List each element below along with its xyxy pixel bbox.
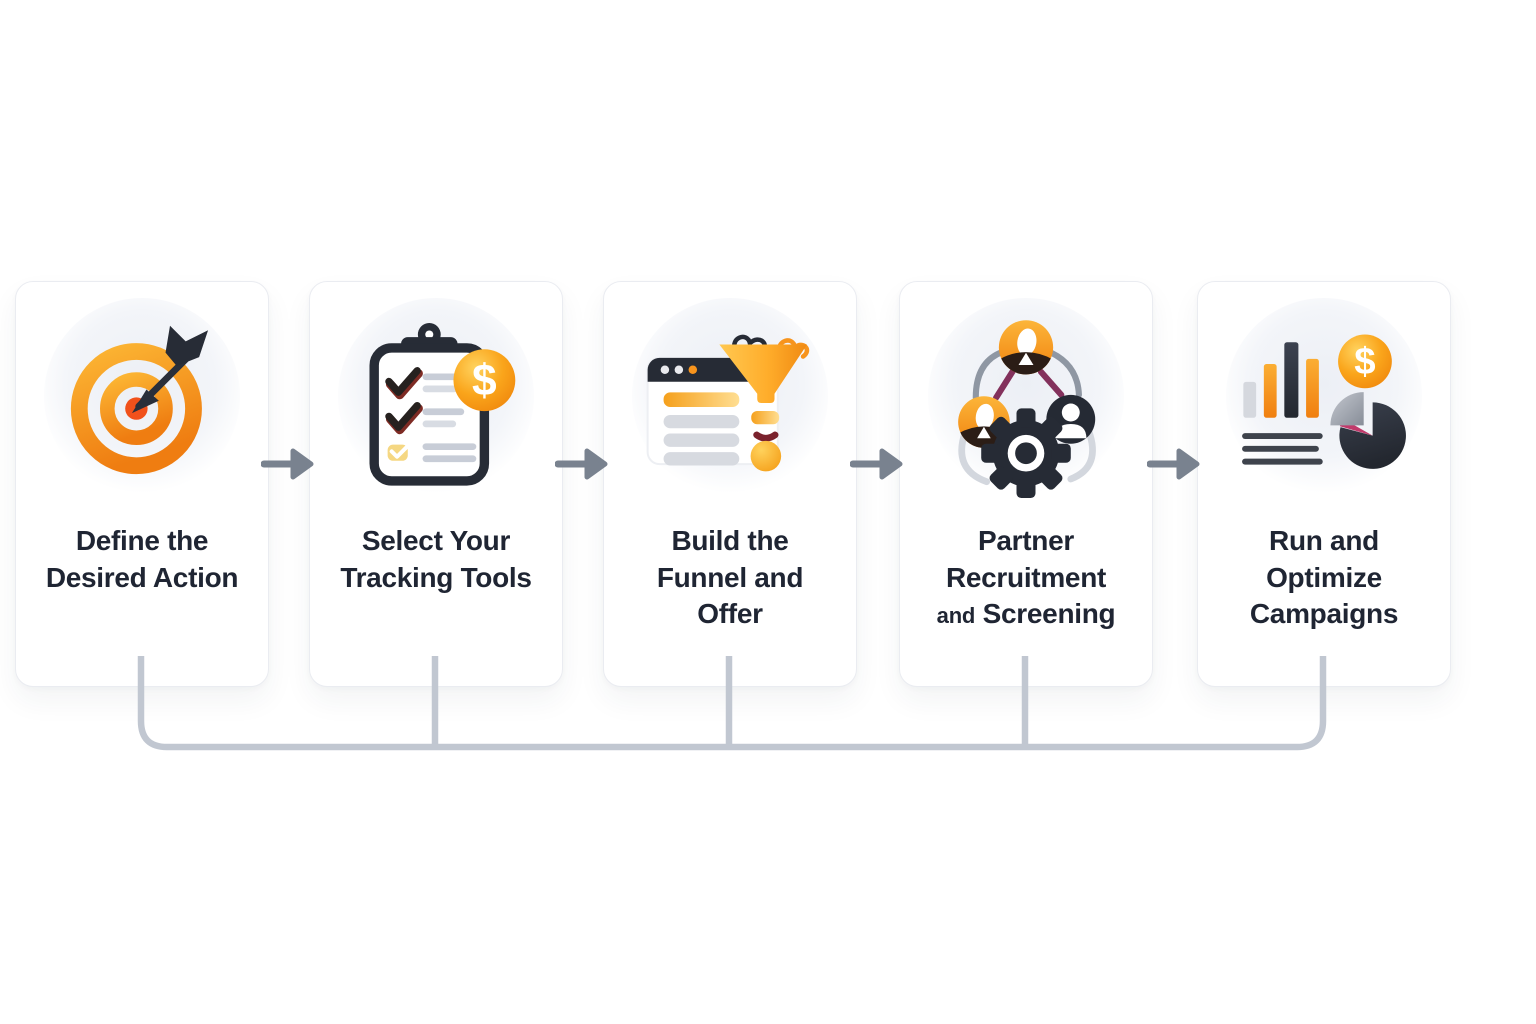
flow-arrow-icon — [849, 446, 904, 482]
step-card-tracking-tools: $ Select Your Tracking Tools — [309, 281, 563, 687]
partners-network-gear-icon — [900, 296, 1152, 510]
svg-text:$: $ — [1354, 340, 1375, 383]
step-card-run-optimize: $ Run and Optimize Campaigns — [1197, 281, 1451, 687]
step-title: Define the Desired Action — [45, 525, 239, 593]
step-title: Select Your Tracking Tools — [340, 525, 532, 593]
gear-icon — [981, 408, 1071, 498]
step-title: Run and Optimize Campaigns — [1249, 525, 1399, 629]
step-card-partner-recruitment: Partner Recruitment and Screening — [899, 281, 1153, 687]
browser-funnel-icon — [604, 296, 856, 510]
bar-chart — [1242, 342, 1323, 465]
step-card-define-action: Define the Desired Action — [15, 281, 269, 687]
dollar-coin: $ — [453, 349, 516, 412]
analytics-coin-pie-icon: $ — [1198, 296, 1450, 510]
flow-arrow-icon — [1146, 446, 1201, 482]
step-title: Build the Funnel and Offer — [656, 525, 804, 629]
flow-arrow-icon — [260, 446, 315, 482]
flow-arrow-icon — [554, 446, 609, 482]
pie-chart — [1330, 392, 1406, 469]
step-card-funnel-offer: Build the Funnel and Offer — [603, 281, 857, 687]
partner-avatar — [998, 320, 1054, 375]
step-title: Partner Recruitment and Screening — [936, 525, 1116, 629]
svg-text:$: $ — [472, 356, 497, 405]
dollar-coin: $ — [1338, 334, 1392, 389]
target-dart-icon — [16, 296, 268, 510]
clipboard-checklist-dollar-icon: $ — [310, 296, 562, 510]
